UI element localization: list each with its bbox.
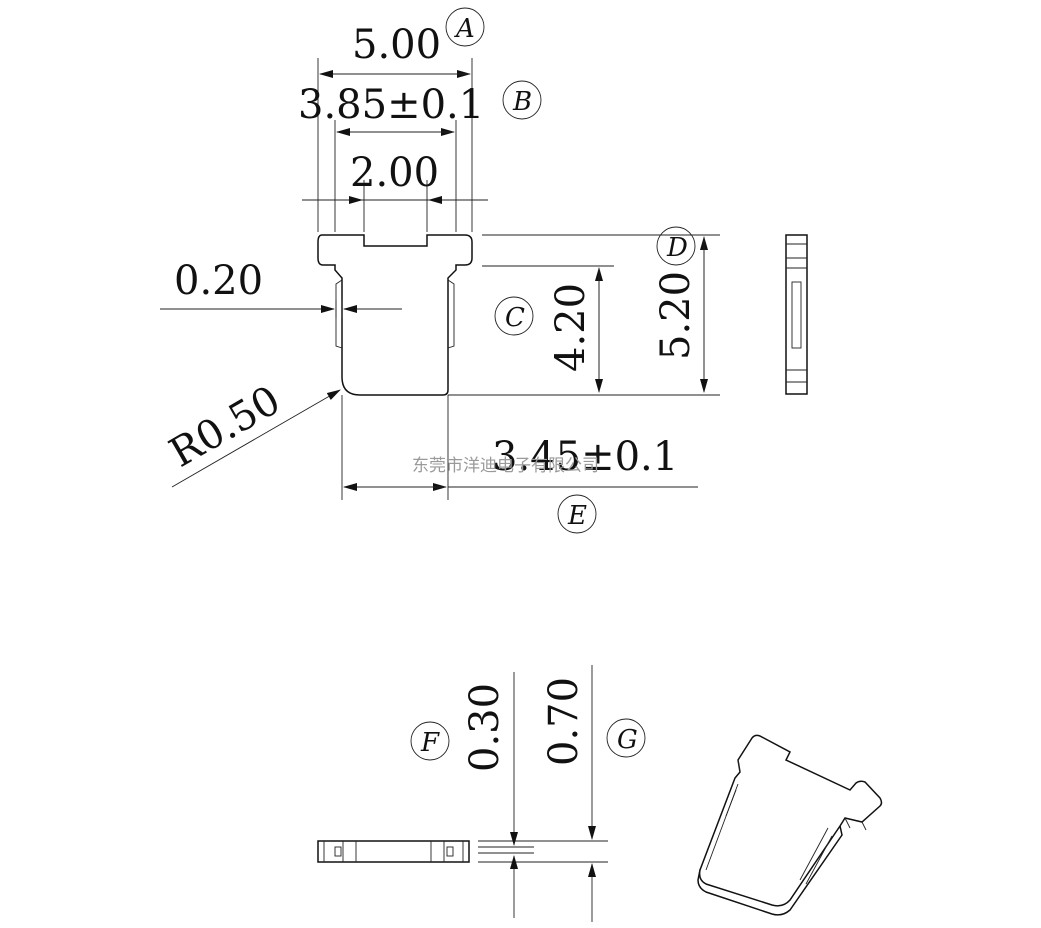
- dim-label-thickness-small: 0.20: [174, 258, 263, 304]
- dim-label-radius: R0.50: [162, 377, 288, 476]
- balloon-d: D: [656, 226, 696, 266]
- balloon-e: E: [557, 494, 597, 534]
- svg-text:D: D: [666, 233, 688, 263]
- isometric-view: [697, 734, 883, 916]
- dim-thickness-g: 0.70: [541, 665, 596, 922]
- dim-lower-width: 3.45±0.1: [343, 434, 698, 491]
- svg-text:B: B: [512, 87, 532, 117]
- balloon-b: B: [502, 80, 542, 120]
- svg-text:E: E: [567, 501, 587, 531]
- dim-label-thickness-f: 0.30: [462, 683, 508, 772]
- dim-label-height-body: 4.20: [548, 283, 594, 372]
- balloon-circle-icon: [494, 296, 534, 336]
- dim-height-body: 4.20: [548, 267, 603, 393]
- balloon-circle-icon: [557, 494, 597, 534]
- dim-label-thickness-g: 0.70: [541, 677, 587, 766]
- dim-label-notch-width: 2.00: [350, 150, 439, 196]
- balloon-circle-icon: [445, 7, 485, 47]
- balloon-circle-icon: [606, 718, 646, 758]
- dim-thickness-f: 0.30: [462, 672, 518, 918]
- dim-radius: R0.50: [162, 377, 341, 488]
- front-view-outline: [317, 234, 473, 396]
- bottom-view: [317, 840, 608, 863]
- dim-label-width-total: 5.00: [352, 22, 441, 68]
- balloon-f: F: [410, 721, 450, 761]
- dim-thickness-small: 0.20: [160, 258, 402, 318]
- balloon-circle-icon: [410, 721, 450, 761]
- dim-height-total: 5.20: [653, 236, 708, 393]
- balloon-circle-icon: [656, 226, 696, 266]
- side-view: [785, 234, 808, 395]
- svg-text:G: G: [617, 725, 638, 755]
- svg-text:F: F: [420, 728, 440, 758]
- dim-label-lower-width: 3.45±0.1: [492, 434, 678, 480]
- top-extension-lines: [317, 58, 473, 232]
- balloon-g: G: [606, 718, 646, 758]
- dim-notch-width: 2.00: [302, 150, 488, 204]
- watermark: 东莞市洋迪电子有限公司: [412, 456, 599, 476]
- left-side-tab: [335, 279, 343, 349]
- dim-width-body: 3.85±0.1: [298, 82, 484, 136]
- dim-width-total: 5.00: [319, 22, 471, 78]
- dim-label-width-body: 3.85±0.1: [298, 82, 484, 128]
- right-side-tab: [447, 279, 455, 349]
- svg-text:C: C: [505, 303, 525, 333]
- front-view: [317, 234, 473, 396]
- svg-text:A: A: [454, 14, 475, 44]
- dim-label-height-total: 5.20: [653, 271, 699, 360]
- balloon-a: A: [445, 7, 485, 47]
- right-extension-lines: [341, 234, 720, 500]
- balloon-circle-icon: [502, 80, 542, 120]
- balloon-c: C: [494, 296, 534, 336]
